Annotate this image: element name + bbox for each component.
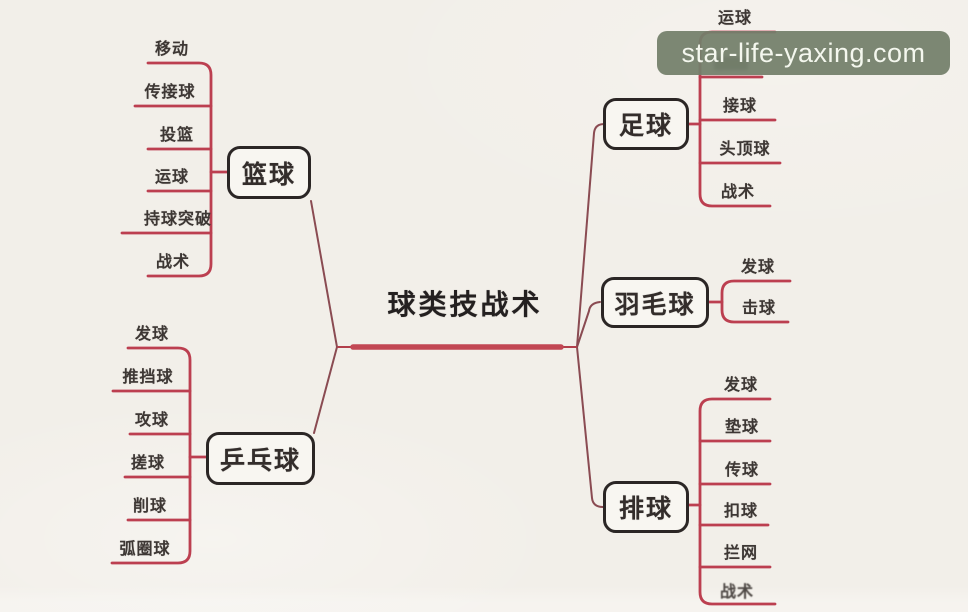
watermark-text: star-life-yaxing.com (681, 37, 926, 68)
leaf-label: 发球 (134, 326, 170, 343)
central-topic: 球类技战术 (387, 289, 543, 320)
node-badminton: 羽毛球 (601, 277, 709, 328)
leaf-label: 攻球 (134, 412, 170, 429)
center-spokes (310, 123, 605, 508)
leaf-label: 头顶球 (719, 141, 771, 158)
leaf-label: 扣球 (723, 503, 759, 520)
node-basketball: 篮球 (227, 146, 311, 199)
leaf-label: 战术 (720, 184, 756, 201)
leaf-label: 推挡球 (122, 369, 174, 386)
leaf-label: 战术 (719, 584, 755, 601)
branch-table-tennis-lines (110, 346, 208, 565)
leaf-label: 传接球 (144, 84, 196, 101)
leaf-label: 发球 (740, 259, 776, 276)
spoke-football (576, 123, 605, 348)
leaf-label: 接球 (722, 98, 758, 115)
leaf-label: 运球 (717, 10, 753, 27)
spoke-basketball (310, 200, 338, 348)
spoke-table-tennis (313, 346, 338, 434)
leaf-label: 弧圈球 (119, 541, 171, 558)
leaf-label: 持球突破 (143, 211, 213, 228)
watermark-badge: star-life-yaxing.com (657, 31, 950, 75)
node-football: 足球 (603, 98, 689, 150)
spoke-volleyball (576, 346, 604, 508)
spoke-badminton (576, 301, 601, 348)
node-table-tennis: 乒乓球 (206, 432, 315, 485)
leaf-label: 移动 (154, 41, 190, 58)
branch-badminton-lines (707, 279, 792, 324)
leaf-label: 投篮 (159, 127, 195, 144)
leaf-label: 战术 (155, 254, 191, 271)
branch-volleyball-lines (687, 397, 777, 606)
leaf-label: 搓球 (130, 455, 166, 472)
leaf-label: 发球 (723, 377, 759, 394)
leaf-label: 垫球 (724, 419, 760, 436)
node-volleyball: 排球 (603, 481, 689, 533)
leaf-label: 传球 (724, 462, 760, 479)
branch-basketball-lines (120, 61, 229, 278)
leaf-label: 击球 (741, 300, 777, 317)
leaf-label: 运球 (154, 169, 190, 186)
leaf-label: 拦网 (723, 545, 759, 562)
leaf-label: 削球 (132, 498, 168, 515)
